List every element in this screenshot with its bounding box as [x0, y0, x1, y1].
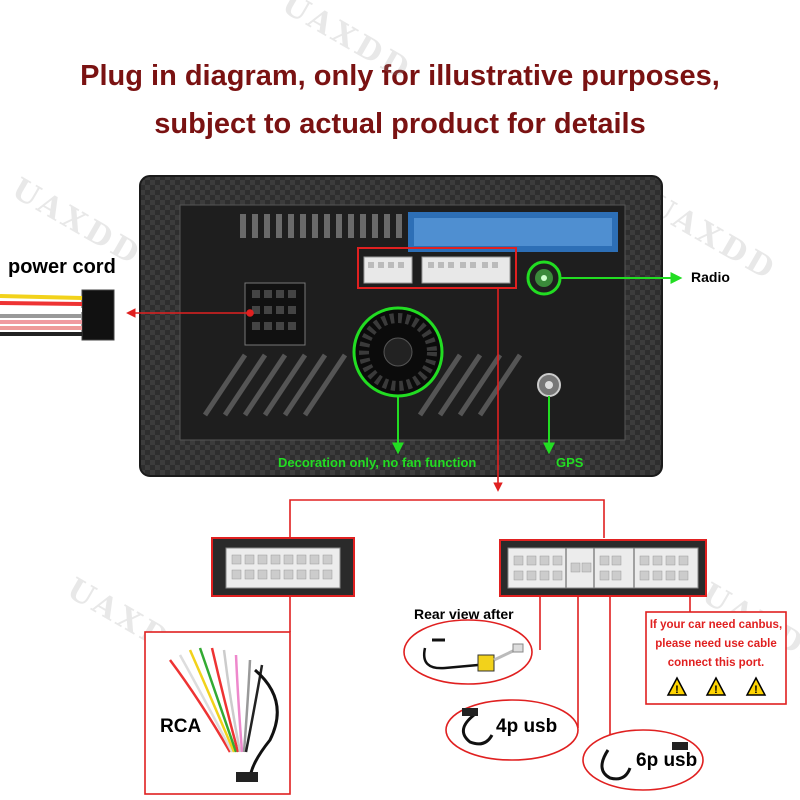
canbus-note-box: ! ! ! [645, 611, 787, 705]
fan [352, 306, 444, 398]
rca-connector-enlarged [211, 537, 355, 597]
svg-text:!: ! [754, 684, 758, 696]
rear-view-cable [403, 619, 533, 685]
rear-view-label: Rear view after [414, 606, 514, 622]
rca-cable-box [144, 631, 291, 795]
radio-label: Radio [691, 269, 730, 285]
title-line-2: subject to actual product for details [154, 108, 646, 140]
usb-4p-cable [445, 699, 579, 761]
usb-6p-label: 6p usb [636, 750, 698, 771]
usb-connector-enlarged [499, 539, 707, 597]
green-callouts [392, 272, 683, 455]
gps-port [537, 373, 561, 397]
svg-text:!: ! [714, 684, 718, 696]
usb-canbus-port [421, 256, 511, 284]
power-cord-label: power cord [8, 256, 116, 278]
warning-icon: ! [666, 676, 688, 696]
bottom-grille [202, 353, 523, 417]
warning-icon: ! [745, 676, 767, 696]
title-line-1: Plug in diagram, only for illustrative p… [80, 60, 720, 92]
canbus-note-line-1: If your car need canbus, [649, 619, 783, 631]
warning-icon: ! [705, 676, 727, 696]
gps-label: GPS [556, 455, 584, 470]
canbus-note-line-3: connect this port. [667, 657, 765, 669]
rca-label: RCA [160, 716, 202, 737]
usb-6p-cable [582, 729, 704, 791]
canbus-note-line-2: please need use cable [655, 638, 777, 650]
rca-port [363, 256, 413, 284]
head-unit [139, 175, 663, 477]
usb-4p-label: 4p usb [496, 716, 558, 737]
decoration-label: Decoration only, no fan function [278, 455, 477, 470]
power-cord-cable [0, 289, 115, 341]
red-callouts [126, 288, 691, 752]
harness-port-highlight [357, 247, 517, 289]
top-vents [240, 214, 402, 238]
svg-text:!: ! [675, 684, 679, 696]
